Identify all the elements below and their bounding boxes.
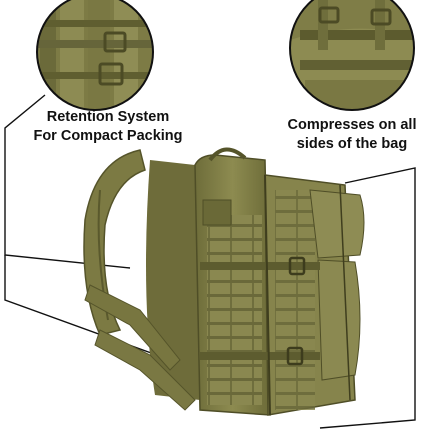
zoom-circle-left-border: [36, 0, 154, 111]
right-callout-line: [319, 167, 416, 429]
callout-left-line2: For Compact Packing: [33, 128, 183, 144]
callout-right-line1: Compresses on all: [287, 117, 417, 133]
backpack: [83, 147, 365, 416]
zoom-circle-right: [290, 0, 414, 110]
callout-left: Retention System For Compact Packing: [28, 108, 188, 146]
callout-right: Compresses on all sides of the bag: [272, 116, 430, 154]
callout-right-line2: sides of the bag: [296, 136, 408, 152]
left-callout-line-upper: [4, 94, 131, 269]
zoom-circle-left: [37, 0, 153, 110]
callout-left-line1: Retention System: [46, 109, 170, 125]
zoom-circle-right-border: [289, 0, 415, 111]
